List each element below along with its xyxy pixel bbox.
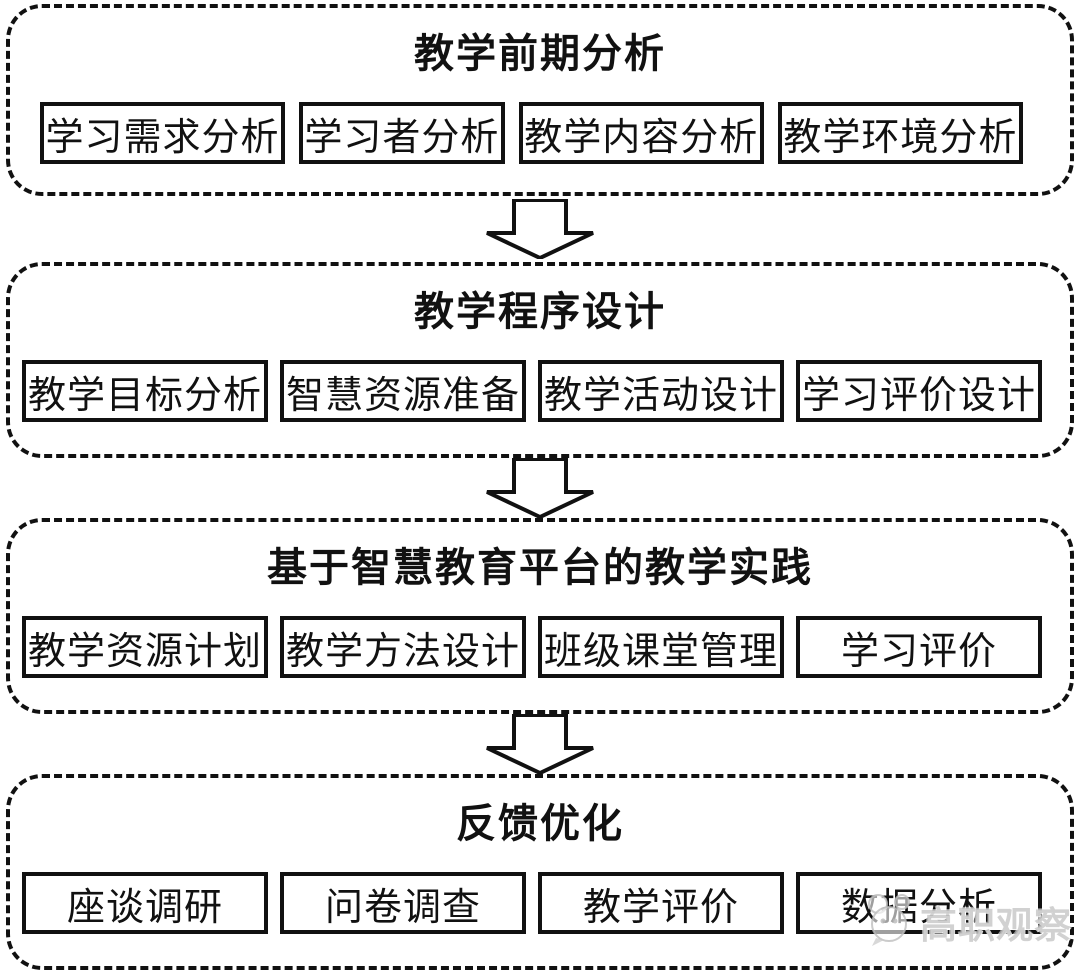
stage-box-row: 学习需求分析 学习者分析 教学内容分析 教学环境分析 (10, 102, 1070, 164)
box-data-analysis: 数据分析 (796, 872, 1042, 934)
box-learning-evaluation-design: 学习评价设计 (796, 360, 1042, 422)
down-arrow-icon (6, 714, 1074, 774)
box-teaching-activities-design: 教学活动设计 (538, 360, 784, 422)
box-learner-analysis: 学习者分析 (299, 102, 505, 164)
down-arrow-icon (6, 458, 1074, 518)
stage-box-row: 教学目标分析 智慧资源准备 教学活动设计 学习评价设计 (10, 360, 1070, 422)
box-teaching-evaluation: 教学评价 (538, 872, 784, 934)
stage-title: 教学前期分析 (414, 31, 666, 76)
box-learning-evaluation: 学习评价 (796, 616, 1042, 678)
box-learning-needs-analysis: 学习需求分析 (40, 102, 286, 164)
box-discussion-research: 座谈调研 (22, 872, 268, 934)
down-arrow-icon (6, 196, 1074, 262)
box-smart-resources-preparation: 智慧资源准备 (280, 360, 526, 422)
stage-title: 反馈优化 (456, 801, 624, 846)
stage-platform-teaching-practice: 基于智慧教育平台的教学实践 教学资源计划 教学方法设计 班级课堂管理 学习评价 (6, 518, 1074, 714)
stage-pre-analysis: 教学前期分析 学习需求分析 学习者分析 教学内容分析 教学环境分析 (6, 4, 1074, 196)
box-teaching-environment-analysis: 教学环境分析 (777, 102, 1023, 164)
stage-title: 教学程序设计 (414, 289, 666, 334)
box-teaching-objectives-analysis: 教学目标分析 (22, 360, 268, 422)
stage-procedure-design: 教学程序设计 教学目标分析 智慧资源准备 教学活动设计 学习评价设计 (6, 262, 1074, 458)
box-questionnaire-survey: 问卷调查 (280, 872, 526, 934)
stage-box-row: 座谈调研 问卷调查 教学评价 数据分析 (10, 872, 1070, 934)
stage-feedback-optimization: 反馈优化 座谈调研 问卷调查 教学评价 数据分析 (6, 774, 1074, 970)
stage-title: 基于智慧教育平台的教学实践 (267, 545, 813, 590)
box-teaching-methods-design: 教学方法设计 (280, 616, 526, 678)
box-class-management: 班级课堂管理 (538, 616, 784, 678)
box-teaching-content-analysis: 教学内容分析 (518, 102, 764, 164)
stage-box-row: 教学资源计划 教学方法设计 班级课堂管理 学习评价 (10, 616, 1070, 678)
box-teaching-resources-planning: 教学资源计划 (22, 616, 268, 678)
